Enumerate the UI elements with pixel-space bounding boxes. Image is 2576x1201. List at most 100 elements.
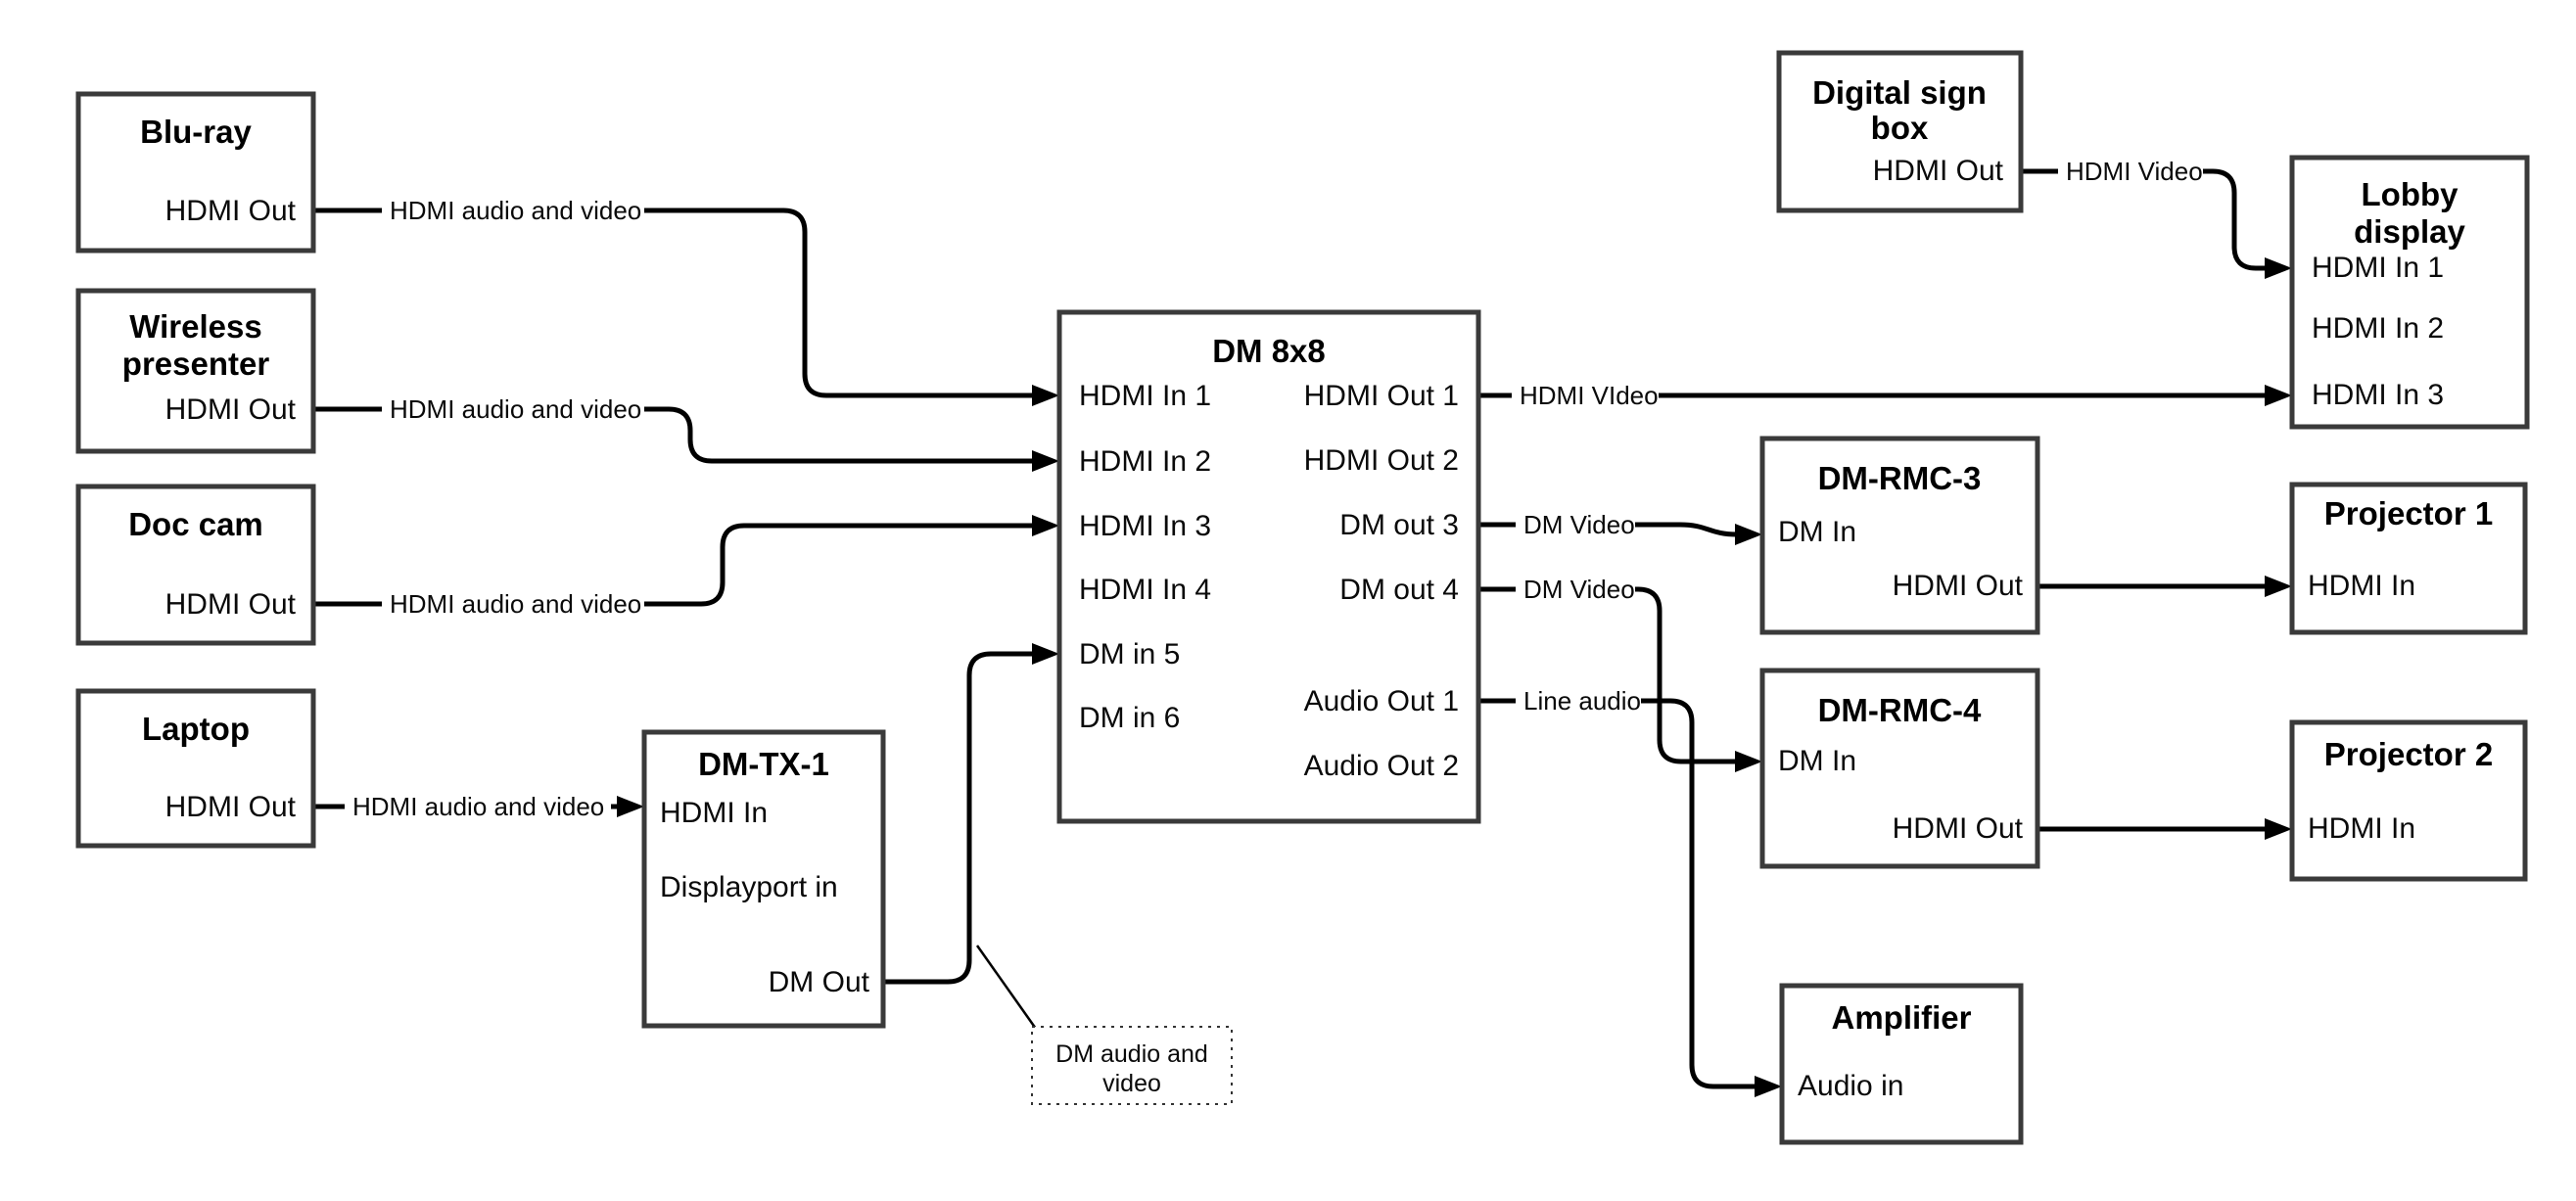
device-digitalsign: Digital sign box HDMI Out [1776, 50, 2024, 213]
projector1-box [2289, 482, 2528, 635]
dmtx1-port-displayport-in: Displayport in [660, 871, 838, 903]
device-projector2: Projector 2 HDMI In [2289, 719, 2528, 882]
device-dmrmc4: DM-RMC-4 DM In HDMI Out [1759, 668, 2040, 869]
dm8x8-box [1056, 309, 1481, 824]
connector-dm8x8-out4-to-rmc4 [1478, 586, 1762, 772]
dm8x8-port-hdmi-in-3: HDMI In 3 [1079, 510, 1211, 542]
connector-bluray-to-dm8x8-in1 [313, 208, 1059, 406]
lobby-display-title-line1: Lobby [2362, 176, 2459, 212]
lobby-port-hdmi-in-1: HDMI In 1 [2312, 252, 2444, 284]
dm8x8-port-hdmi-in-4: HDMI In 4 [1079, 574, 1211, 606]
laptop-box [75, 688, 316, 849]
lobby-port-hdmi-in-2: HDMI In 2 [2312, 312, 2444, 345]
dm8x8-port-dm-out-3: DM out 3 [1339, 509, 1459, 541]
bluray-port-hdmi-out: HDMI Out [165, 195, 297, 227]
laptop-title: Laptop [142, 711, 250, 747]
device-dmrmc3: DM-RMC-3 DM In HDMI Out [1759, 436, 2040, 635]
connector-dm8x8-aout1-to-amplifier [1478, 698, 1782, 1097]
dm8x8-port-dm-in-5: DM in 5 [1079, 638, 1180, 670]
note-text-line2: video [1102, 1070, 1161, 1097]
dm8x8-port-hdmi-out-1: HDMI Out 1 [1304, 380, 1459, 412]
device-wireless-presenter: Wireless presenter HDMI Out [75, 288, 316, 454]
dmtx1-title: DM-TX-1 [698, 746, 829, 782]
device-dm8x8: DM 8x8 HDMI In 1 HDMI In 2 HDMI In 3 HDM… [1056, 309, 1481, 824]
label-bg [345, 788, 611, 825]
device-dmtx1: DM-TX-1 HDMI In Displayport in DM Out [641, 729, 886, 1029]
dmrmc4-box [1759, 668, 2040, 869]
connector-wireless-to-dm8x8-in2 [313, 406, 1059, 472]
note-text-line1: DM audio and [1055, 1040, 1208, 1068]
dm8x8-port-hdmi-in-1: HDMI In 1 [1079, 380, 1211, 412]
projector2-port-hdmi-in: HDMI In [2308, 812, 2415, 845]
connector-doccam-to-dm8x8-in3 [313, 515, 1059, 607]
dmtx1-port-dm-out: DM Out [769, 966, 870, 998]
note-callout-line [975, 945, 1038, 1030]
link-label-wireless: HDMI audio and video [390, 394, 641, 424]
label-bg [1516, 571, 1635, 608]
digitalsign-title-line2: box [1871, 110, 1929, 146]
device-laptop: Laptop HDMI Out [75, 688, 316, 849]
laptop-port-hdmi-out: HDMI Out [165, 791, 297, 823]
dm8x8-port-audio-out-2: Audio Out 2 [1304, 750, 1459, 782]
lobby-display-box [2289, 155, 2530, 430]
dm8x8-port-hdmi-out-2: HDMI Out 2 [1304, 444, 1459, 477]
dm8x8-port-hdmi-in-2: HDMI In 2 [1079, 445, 1211, 478]
note-box [1031, 1026, 1233, 1105]
link-label-bluray: HDMI audio and video [390, 196, 641, 225]
doccam-title: Doc cam [128, 506, 263, 542]
connector-dmtx1-to-dm8x8-in5 [883, 643, 1059, 985]
wireless-presenter-title-line1: Wireless [129, 308, 261, 345]
wireless-presenter-box [75, 288, 316, 454]
label-bg [1516, 682, 1641, 719]
dm8x8-port-dm-out-4: DM out 4 [1339, 574, 1459, 606]
dmrmc3-title: DM-RMC-3 [1818, 460, 1982, 496]
digitalsign-box [1776, 50, 2024, 213]
device-lobby-display: Lobby display HDMI In 1 HDMI In 2 HDMI I… [2289, 155, 2530, 430]
amplifier-title: Amplifier [1831, 999, 1971, 1036]
link-label-doccam: HDMI audio and video [390, 589, 641, 619]
dmrmc4-title: DM-RMC-4 [1818, 692, 1982, 728]
device-doccam: Doc cam HDMI Out [75, 484, 316, 646]
label-bg [382, 192, 644, 229]
dmtx1-port-hdmi-in: HDMI In [660, 797, 768, 829]
doccam-port-hdmi-out: HDMI Out [165, 588, 297, 621]
dm8x8-port-audio-out-1: Audio Out 1 [1304, 685, 1459, 717]
link-label-dm-out4: DM Video [1523, 575, 1635, 604]
projector2-title: Projector 2 [2324, 736, 2493, 772]
dm8x8-title: DM 8x8 [1212, 333, 1326, 369]
lobby-display-title-line2: display [2354, 213, 2465, 250]
label-bg [1512, 377, 1659, 414]
dmtx1-box [641, 729, 886, 1029]
connector-labels: HDMI audio and video HDMI audio and vide… [345, 153, 2203, 825]
device-amplifier: Amplifier Audio in [1779, 983, 2024, 1145]
dmrmc3-box [1759, 436, 2040, 635]
amplifier-port-audio-in: Audio in [1798, 1070, 1903, 1102]
link-label-digitalsign: HDMI Video [2066, 157, 2203, 186]
dmrmc3-port-hdmi-out: HDMI Out [1893, 570, 2024, 602]
bluray-box [75, 91, 316, 254]
label-bg [2058, 153, 2203, 190]
digitalsign-port-hdmi-out: HDMI Out [1873, 155, 2004, 187]
connector-digitalsign-to-lobby-in1 [2021, 168, 2292, 279]
link-label-laptop: HDMI audio and video [352, 792, 604, 821]
bluray-title: Blu-ray [140, 114, 252, 150]
dmrmc4-port-dm-in: DM In [1778, 745, 1856, 777]
doccam-box [75, 484, 316, 646]
label-bg [382, 391, 644, 428]
label-bg [1516, 506, 1635, 543]
lobby-port-hdmi-in-3: HDMI In 3 [2312, 379, 2444, 411]
dmrmc4-port-hdmi-out: HDMI Out [1893, 812, 2024, 845]
wireless-presenter-title-line2: presenter [122, 346, 270, 382]
label-bg [382, 585, 644, 623]
digitalsign-title-line1: Digital sign [1812, 74, 1987, 111]
dm8x8-port-dm-in-6: DM in 6 [1079, 702, 1180, 734]
amplifier-box [1779, 983, 2024, 1145]
wireless-presenter-port-hdmi-out: HDMI Out [165, 393, 297, 426]
note-dm-audio-video: DM audio and video [1031, 1026, 1233, 1105]
link-label-dm-out3: DM Video [1523, 510, 1635, 539]
dmrmc3-port-dm-in: DM In [1778, 516, 1856, 548]
device-projector1: Projector 1 HDMI In [2289, 482, 2528, 635]
projector1-title: Projector 1 [2324, 495, 2493, 531]
